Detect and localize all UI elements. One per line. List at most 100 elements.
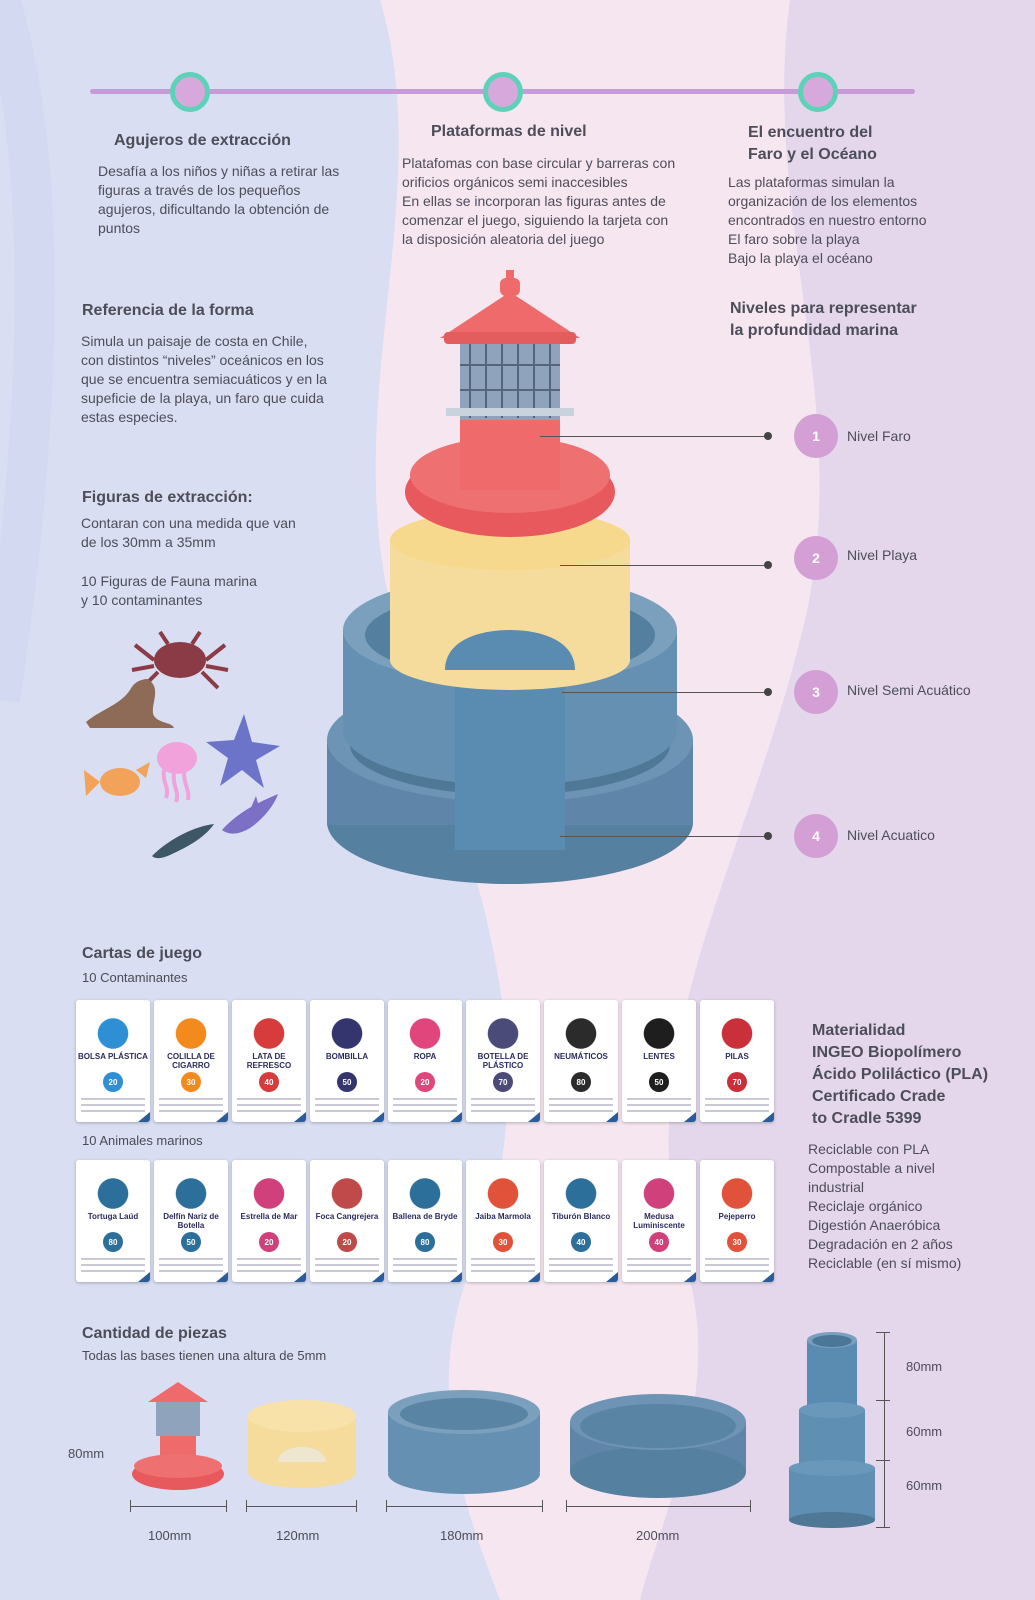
column-height-label-1: 80mm [906, 1359, 943, 1374]
animal-card-text-line [471, 1270, 535, 1272]
piece-lighthouse-top [132, 1382, 224, 1490]
width-label-2: 120mm [276, 1528, 320, 1543]
level-1-label: Nivel Faro [847, 428, 911, 444]
animal-card-text-line [627, 1264, 691, 1266]
width-label-4: 200mm [636, 1528, 680, 1543]
contaminant-card-points: 80 [571, 1072, 591, 1092]
contaminant-card-text-line [705, 1110, 769, 1112]
contaminant-card-illustration [322, 1006, 372, 1056]
crab-figure [131, 630, 229, 690]
contaminant-card-text-line [549, 1110, 613, 1112]
goldfish-figure [84, 762, 150, 796]
animal-card-name: Foca Cangrejera [315, 1212, 379, 1221]
contaminant-card-illustration [556, 1006, 606, 1056]
contaminant-card-text-line [159, 1098, 223, 1100]
width-dim-line-1 [130, 1506, 226, 1507]
animal-card-text-line [393, 1258, 457, 1260]
width-dim-tick [356, 1500, 357, 1512]
heading-cartas: Cartas de juego [82, 945, 203, 962]
piece-semi-aquatic-ring [388, 1390, 540, 1494]
contaminant-card-text-line [393, 1110, 457, 1112]
contaminant-card-name: BOLSA PLÁSTICA [78, 1052, 148, 1061]
animal-card: Ballena de Bryde 80 [388, 1160, 462, 1282]
contaminant-card-text-line [315, 1110, 379, 1112]
leader-dot-2 [764, 561, 772, 569]
animal-card-name: Tiburón Blanco [551, 1212, 611, 1221]
contaminant-card-text-line [81, 1110, 145, 1112]
animal-card-corner [138, 1272, 150, 1282]
width-dim-line-3 [386, 1506, 542, 1507]
animal-card-points: 40 [571, 1232, 591, 1252]
animal-card: Foca Cangrejera 20 [310, 1160, 384, 1282]
animal-card-name: Ballena de Bryde [392, 1212, 458, 1221]
text-agujeros: Desafía a los niños y niñas a retirar la… [98, 163, 340, 236]
animal-card-points: 30 [727, 1232, 747, 1252]
animal-card-illustration [244, 1166, 294, 1216]
contaminant-card-illustration [88, 1006, 138, 1056]
animal-card-illustration [478, 1166, 528, 1216]
heading-encuentro: El encuentro del Faro y el Océano [748, 124, 877, 163]
contaminant-card-points: 50 [649, 1072, 669, 1092]
animal-card-text-line [237, 1270, 301, 1272]
column-dim-line [884, 1332, 885, 1528]
contaminant-card-text-line [627, 1110, 691, 1112]
level-2-badge: 2 [794, 536, 838, 580]
animal-card-text-line [159, 1264, 223, 1266]
height-dimension-label: 80mm [68, 1446, 105, 1461]
leader-line-2 [560, 565, 766, 566]
animal-card-name: Pejeperro [718, 1212, 756, 1221]
text-figuras-2: 10 Figuras de Fauna marina y 10 contamin… [81, 573, 257, 608]
animal-card-corner [606, 1272, 618, 1282]
animal-card-corner [762, 1272, 774, 1282]
animal-card-points: 80 [103, 1232, 123, 1252]
contaminant-card-illustration [244, 1006, 294, 1056]
contaminant-card-illustration [712, 1006, 762, 1056]
contaminant-card-corner [450, 1112, 462, 1122]
contaminant-card-illustration [634, 1006, 684, 1056]
whale-figure [152, 824, 214, 859]
animal-card-text-line [393, 1264, 457, 1266]
contaminant-card-name: PILAS [725, 1052, 749, 1061]
animal-card-points: 80 [415, 1232, 435, 1252]
animal-card-illustration [634, 1166, 684, 1216]
jellyfish-figure [157, 742, 197, 803]
animal-card-text-line [627, 1258, 691, 1260]
leader-dot-3 [764, 688, 772, 696]
level-1-platform [405, 420, 615, 537]
level-1-badge: 1 [794, 414, 838, 458]
marine-figures-illustration [84, 630, 280, 859]
animal-card-text-line [237, 1258, 301, 1260]
animal-card-text-line [159, 1258, 223, 1260]
column-dim-tick [876, 1527, 890, 1528]
contaminant-card-corner [216, 1112, 228, 1122]
width-dim-line-2 [246, 1506, 356, 1507]
contaminant-card-points: 20 [415, 1072, 435, 1092]
animal-card-text-line [705, 1264, 769, 1266]
animal-card-illustration [712, 1166, 762, 1216]
contaminant-card-text-line [627, 1104, 691, 1106]
contaminant-card-corner [606, 1112, 618, 1122]
animal-card-corner [372, 1272, 384, 1282]
contaminant-card-corner [528, 1112, 540, 1122]
width-dim-tick [226, 1500, 227, 1512]
animal-card-text-line [705, 1270, 769, 1272]
animal-card-points: 20 [337, 1232, 357, 1252]
leader-line-3 [562, 692, 766, 693]
animal-card-name: Estrella de Mar [240, 1212, 298, 1221]
contaminant-card-text-line [159, 1110, 223, 1112]
column-height-label-3: 60mm [906, 1478, 943, 1493]
contaminant-card-text-line [549, 1104, 613, 1106]
animal-card-illustration [166, 1166, 216, 1216]
timeline-dot-3 [798, 72, 838, 112]
animal-card-text-line [315, 1270, 379, 1272]
